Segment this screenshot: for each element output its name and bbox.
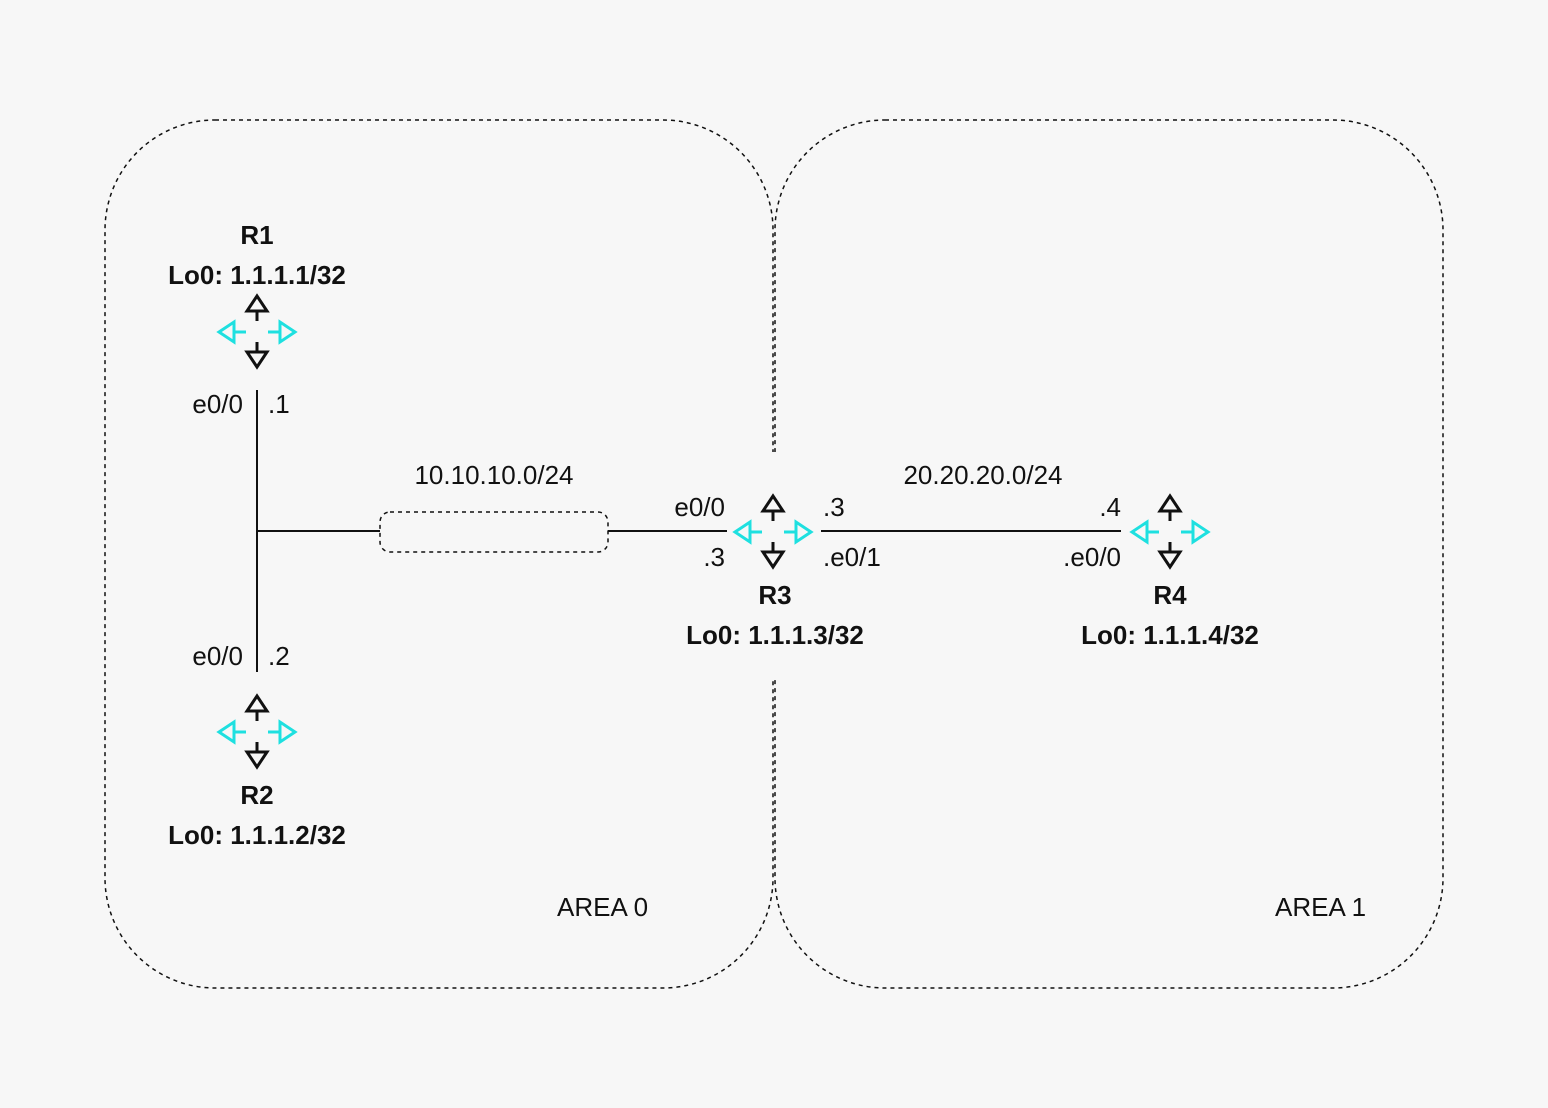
r2-router-icon xyxy=(216,693,298,770)
r1-name: R1 xyxy=(240,220,274,250)
r4-router-icon xyxy=(1129,493,1211,570)
r4-name: R4 xyxy=(1153,580,1187,610)
r2-name: R2 xyxy=(240,780,274,810)
r3-interface-0: e0/0 xyxy=(674,492,725,522)
r1-router-icon xyxy=(216,293,298,370)
network-10-label: 10.10.10.0/24 xyxy=(414,460,574,490)
r3-name: R3 xyxy=(758,580,792,610)
area-0-label: AREA 0 xyxy=(557,892,649,922)
area-1-label: AREA 1 xyxy=(1275,892,1367,922)
r3-ip-0: .3 xyxy=(703,542,725,572)
r3-router-icon xyxy=(732,493,814,570)
r4-loopback: Lo0: 1.1.1.4/32 xyxy=(1081,620,1259,650)
network-20-label: 20.20.20.0/24 xyxy=(903,460,1063,490)
r1-interface: e0/0 xyxy=(192,389,243,419)
r3-loopback: Lo0: 1.1.1.3/32 xyxy=(686,620,864,650)
area-0-boundary xyxy=(104,119,774,989)
r3-interface-1: .e0/1 xyxy=(823,542,881,572)
r1-loopback: Lo0: 1.1.1.1/32 xyxy=(168,260,346,290)
network-10-segment xyxy=(379,511,609,553)
r2-loopback: Lo0: 1.1.1.2/32 xyxy=(168,820,346,850)
r4-ip: .4 xyxy=(1099,492,1121,522)
r4-interface: .e0/0 xyxy=(1063,542,1121,572)
r2-interface: e0/0 xyxy=(192,641,243,671)
r3-ip-1: .3 xyxy=(823,492,845,522)
r1-ip: .1 xyxy=(268,389,290,419)
r2-ip: .2 xyxy=(268,641,290,671)
